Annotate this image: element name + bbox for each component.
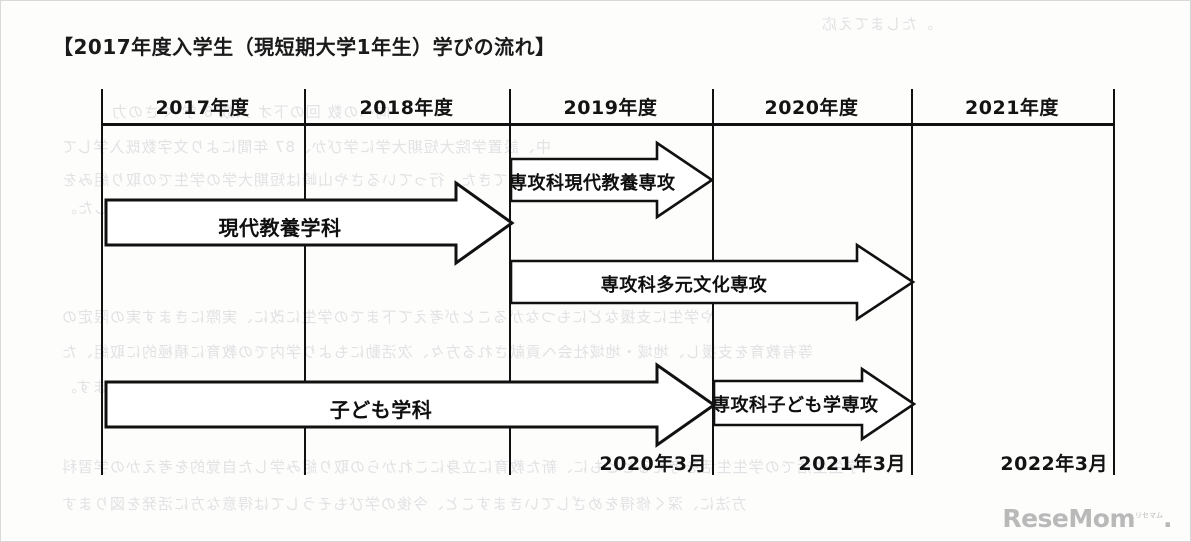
header-divider-line bbox=[101, 123, 1115, 126]
year-header-2018: 2018年度 bbox=[359, 97, 454, 119]
track-arrow-senkouka-tagen-bunka: 専攻科多元文化専攻 bbox=[509, 242, 916, 322]
track-arrow-gendai-kyouyou-gakka: 現代教養学科 bbox=[104, 180, 515, 266]
watermark-ruby: リセマム bbox=[1135, 511, 1163, 520]
year-header-2020: 2020年度 bbox=[764, 97, 859, 119]
column-divider-right-edge bbox=[1113, 89, 1115, 475]
year-header-2017: 2017年度 bbox=[155, 97, 250, 119]
track-arrow-senkouka-kodomogaku: 専攻科子ども学専攻 bbox=[712, 366, 917, 442]
completion-date-2022: 2022年3月 bbox=[1000, 453, 1108, 475]
year-header-2019: 2019年度 bbox=[563, 97, 658, 119]
year-header-2021: 2021年度 bbox=[965, 97, 1059, 119]
column-divider-left-edge bbox=[101, 89, 103, 475]
watermark-text: ReseMom bbox=[1002, 504, 1135, 533]
track-arrow-senkouka-gendai-kyouyou: 専攻科現代教養専攻 bbox=[509, 140, 715, 220]
page-title: 【2017年度入学生（現短期大学1年生）学びの流れ】 bbox=[53, 35, 556, 59]
column-divider-2017-2018 bbox=[304, 89, 306, 475]
watermark-dot: . bbox=[1163, 504, 1173, 533]
track-arrow-kodomo-gakka: 子ども学科 bbox=[104, 362, 717, 448]
completion-date-2021: 2021年3月 bbox=[798, 453, 906, 475]
resemom-watermark: ReseMomリセマム. bbox=[1002, 504, 1172, 533]
completion-date-2020: 2020年3月 bbox=[599, 453, 707, 475]
